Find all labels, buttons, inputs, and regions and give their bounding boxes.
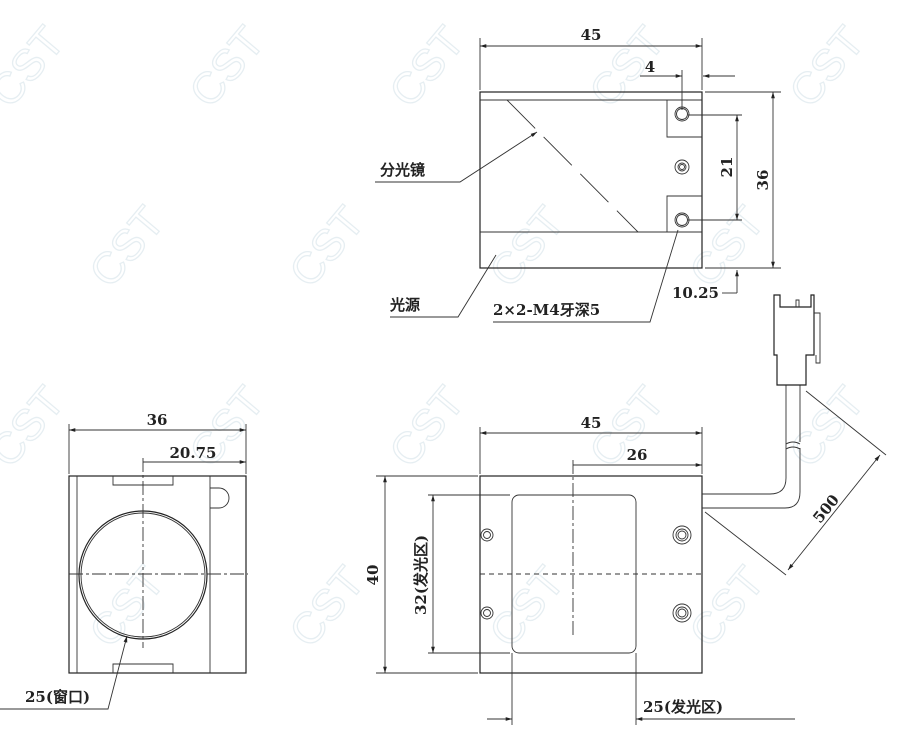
watermark: CST: [280, 558, 374, 657]
watermark: CST: [180, 18, 274, 117]
screw-icon: [480, 606, 494, 620]
dim-top-offset: 4: [645, 58, 655, 76]
beam-splitter-line: [506, 99, 639, 233]
dim-hole-spacing: 21: [718, 157, 736, 178]
watermark: CST: [380, 18, 474, 117]
side-view: 36 20.75 25(窗口): [0, 411, 248, 710]
watermark: CST: [680, 198, 774, 297]
watermark: CST: [780, 378, 874, 477]
dim-bottom-offset: 10.25: [672, 284, 719, 302]
screw-icon: [672, 603, 692, 623]
dim-front-height: 40: [364, 565, 382, 586]
dim-top-width: 45: [581, 26, 602, 44]
front-view-body: [479, 475, 703, 674]
watermark: CST: [280, 198, 374, 297]
watermark: CST: [80, 558, 174, 657]
dim-emit-width: 25(发光区): [643, 698, 723, 716]
dim-side-center: 20.75: [170, 444, 217, 462]
label-light-source: 光源: [389, 296, 420, 314]
watermark: CST: [0, 378, 74, 477]
label-thread: 2×2-M4牙深5: [493, 301, 600, 319]
connector-icon: [773, 294, 821, 386]
dim-front-width: 45: [581, 414, 602, 432]
dim-top-height: 36: [754, 170, 772, 191]
front-view: 45 26 40 32(发光区) 25(发光区) 500: [364, 294, 887, 725]
top-view: 45 4 36 21 10.25 分光镜 光源 2×2-M4牙深5: [375, 26, 781, 323]
cable-loop: [210, 487, 230, 509]
watermark: CST: [480, 198, 574, 297]
watermark: CST: [680, 558, 774, 657]
screw-hole-icon: [674, 159, 690, 175]
cable: [702, 385, 787, 495]
side-view-body: [68, 475, 247, 674]
dim-emit-height: 32(发光区): [412, 535, 430, 615]
watermark: CST: [0, 18, 74, 117]
dim-cable-length: 500: [809, 491, 843, 527]
label-beam-splitter: 分光镜: [380, 161, 425, 179]
screw-icon: [672, 525, 692, 545]
mount-bracket: [666, 100, 702, 232]
watermark: CST: [780, 18, 874, 117]
screw-hole-icon: [674, 212, 690, 228]
dim-side-width: 36: [147, 411, 168, 429]
watermark: CST: [480, 558, 574, 657]
watermark: CST: [80, 198, 174, 297]
dim-front-center: 26: [627, 446, 648, 464]
screw-icon: [480, 528, 494, 542]
top-view-body: [479, 91, 703, 269]
watermark: CST: [380, 378, 474, 477]
label-window: 25(窗口): [25, 688, 90, 706]
